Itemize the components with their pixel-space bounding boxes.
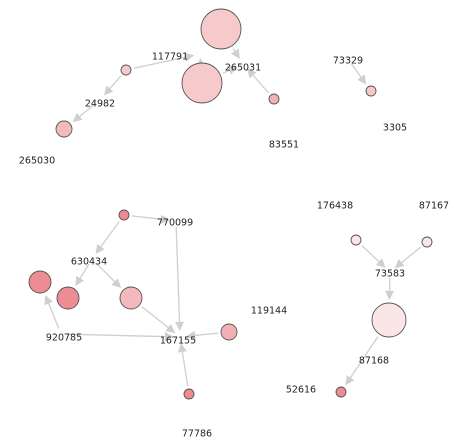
node-label: 3305: [383, 123, 407, 134]
graph-edge: [104, 75, 122, 96]
graph-node[interactable]: [119, 286, 143, 310]
graph-edge: [75, 263, 90, 286]
graph-node[interactable]: [120, 64, 132, 76]
graph-edge: [350, 63, 367, 85]
graph-node[interactable]: [28, 270, 52, 294]
graph-edge: [141, 306, 176, 334]
graph-node[interactable]: [55, 120, 73, 138]
graph-node[interactable]: [371, 302, 407, 338]
graph-edge: [361, 245, 386, 268]
graph-edge: [133, 52, 195, 69]
node-label: 119144: [251, 306, 287, 317]
node-label: 920785: [46, 333, 82, 344]
graph-edge: [72, 103, 96, 123]
node-label: 630434: [71, 257, 107, 268]
graph-edge: [131, 214, 170, 224]
graph-edge: [186, 330, 219, 340]
graph-node[interactable]: [350, 234, 362, 246]
graph-edge: [174, 226, 185, 331]
graph-edge: [95, 221, 120, 255]
graph-node[interactable]: [220, 323, 238, 341]
node-label: 77786: [182, 429, 212, 440]
node-label: 87168: [359, 356, 389, 367]
node-label: 167155: [160, 336, 196, 347]
node-label: 24982: [85, 99, 115, 110]
node-label: 52616: [286, 385, 316, 396]
node-layer: [28, 8, 433, 400]
graph-edge: [345, 336, 379, 386]
edge-layer: [44, 48, 422, 387]
node-label: 265030: [19, 156, 55, 167]
graph-node[interactable]: [56, 286, 80, 310]
graph-node[interactable]: [183, 388, 195, 400]
graph-node[interactable]: [421, 236, 433, 248]
label-layer: 117791 265031 24982 265030 83551 73329 3305 770…: [19, 52, 449, 440]
graph-edge: [95, 262, 122, 289]
node-label: 176438: [317, 201, 353, 212]
graph-edge: [394, 246, 422, 269]
node-label: 770099: [157, 218, 193, 229]
node-label: 265031: [225, 63, 261, 74]
node-label: 73583: [375, 269, 405, 280]
graph-edge: [177, 343, 189, 387]
graph-node[interactable]: [268, 93, 280, 105]
graph-node[interactable]: [200, 8, 242, 50]
graph-edge: [66, 332, 174, 342]
graph-node[interactable]: [335, 386, 347, 398]
graph-edge: [44, 295, 60, 329]
node-label: 73329: [333, 56, 363, 67]
node-label: 87167: [419, 201, 449, 212]
graph-edge: [246, 68, 270, 94]
node-label: 117791: [152, 52, 188, 63]
graph-edge: [222, 66, 238, 75]
graph-edge: [231, 48, 240, 59]
graph-node[interactable]: [118, 209, 130, 221]
graph-node[interactable]: [365, 85, 377, 97]
graph-node[interactable]: [181, 62, 223, 104]
graph-edge: [385, 277, 395, 300]
node-label: 83551: [269, 140, 299, 151]
